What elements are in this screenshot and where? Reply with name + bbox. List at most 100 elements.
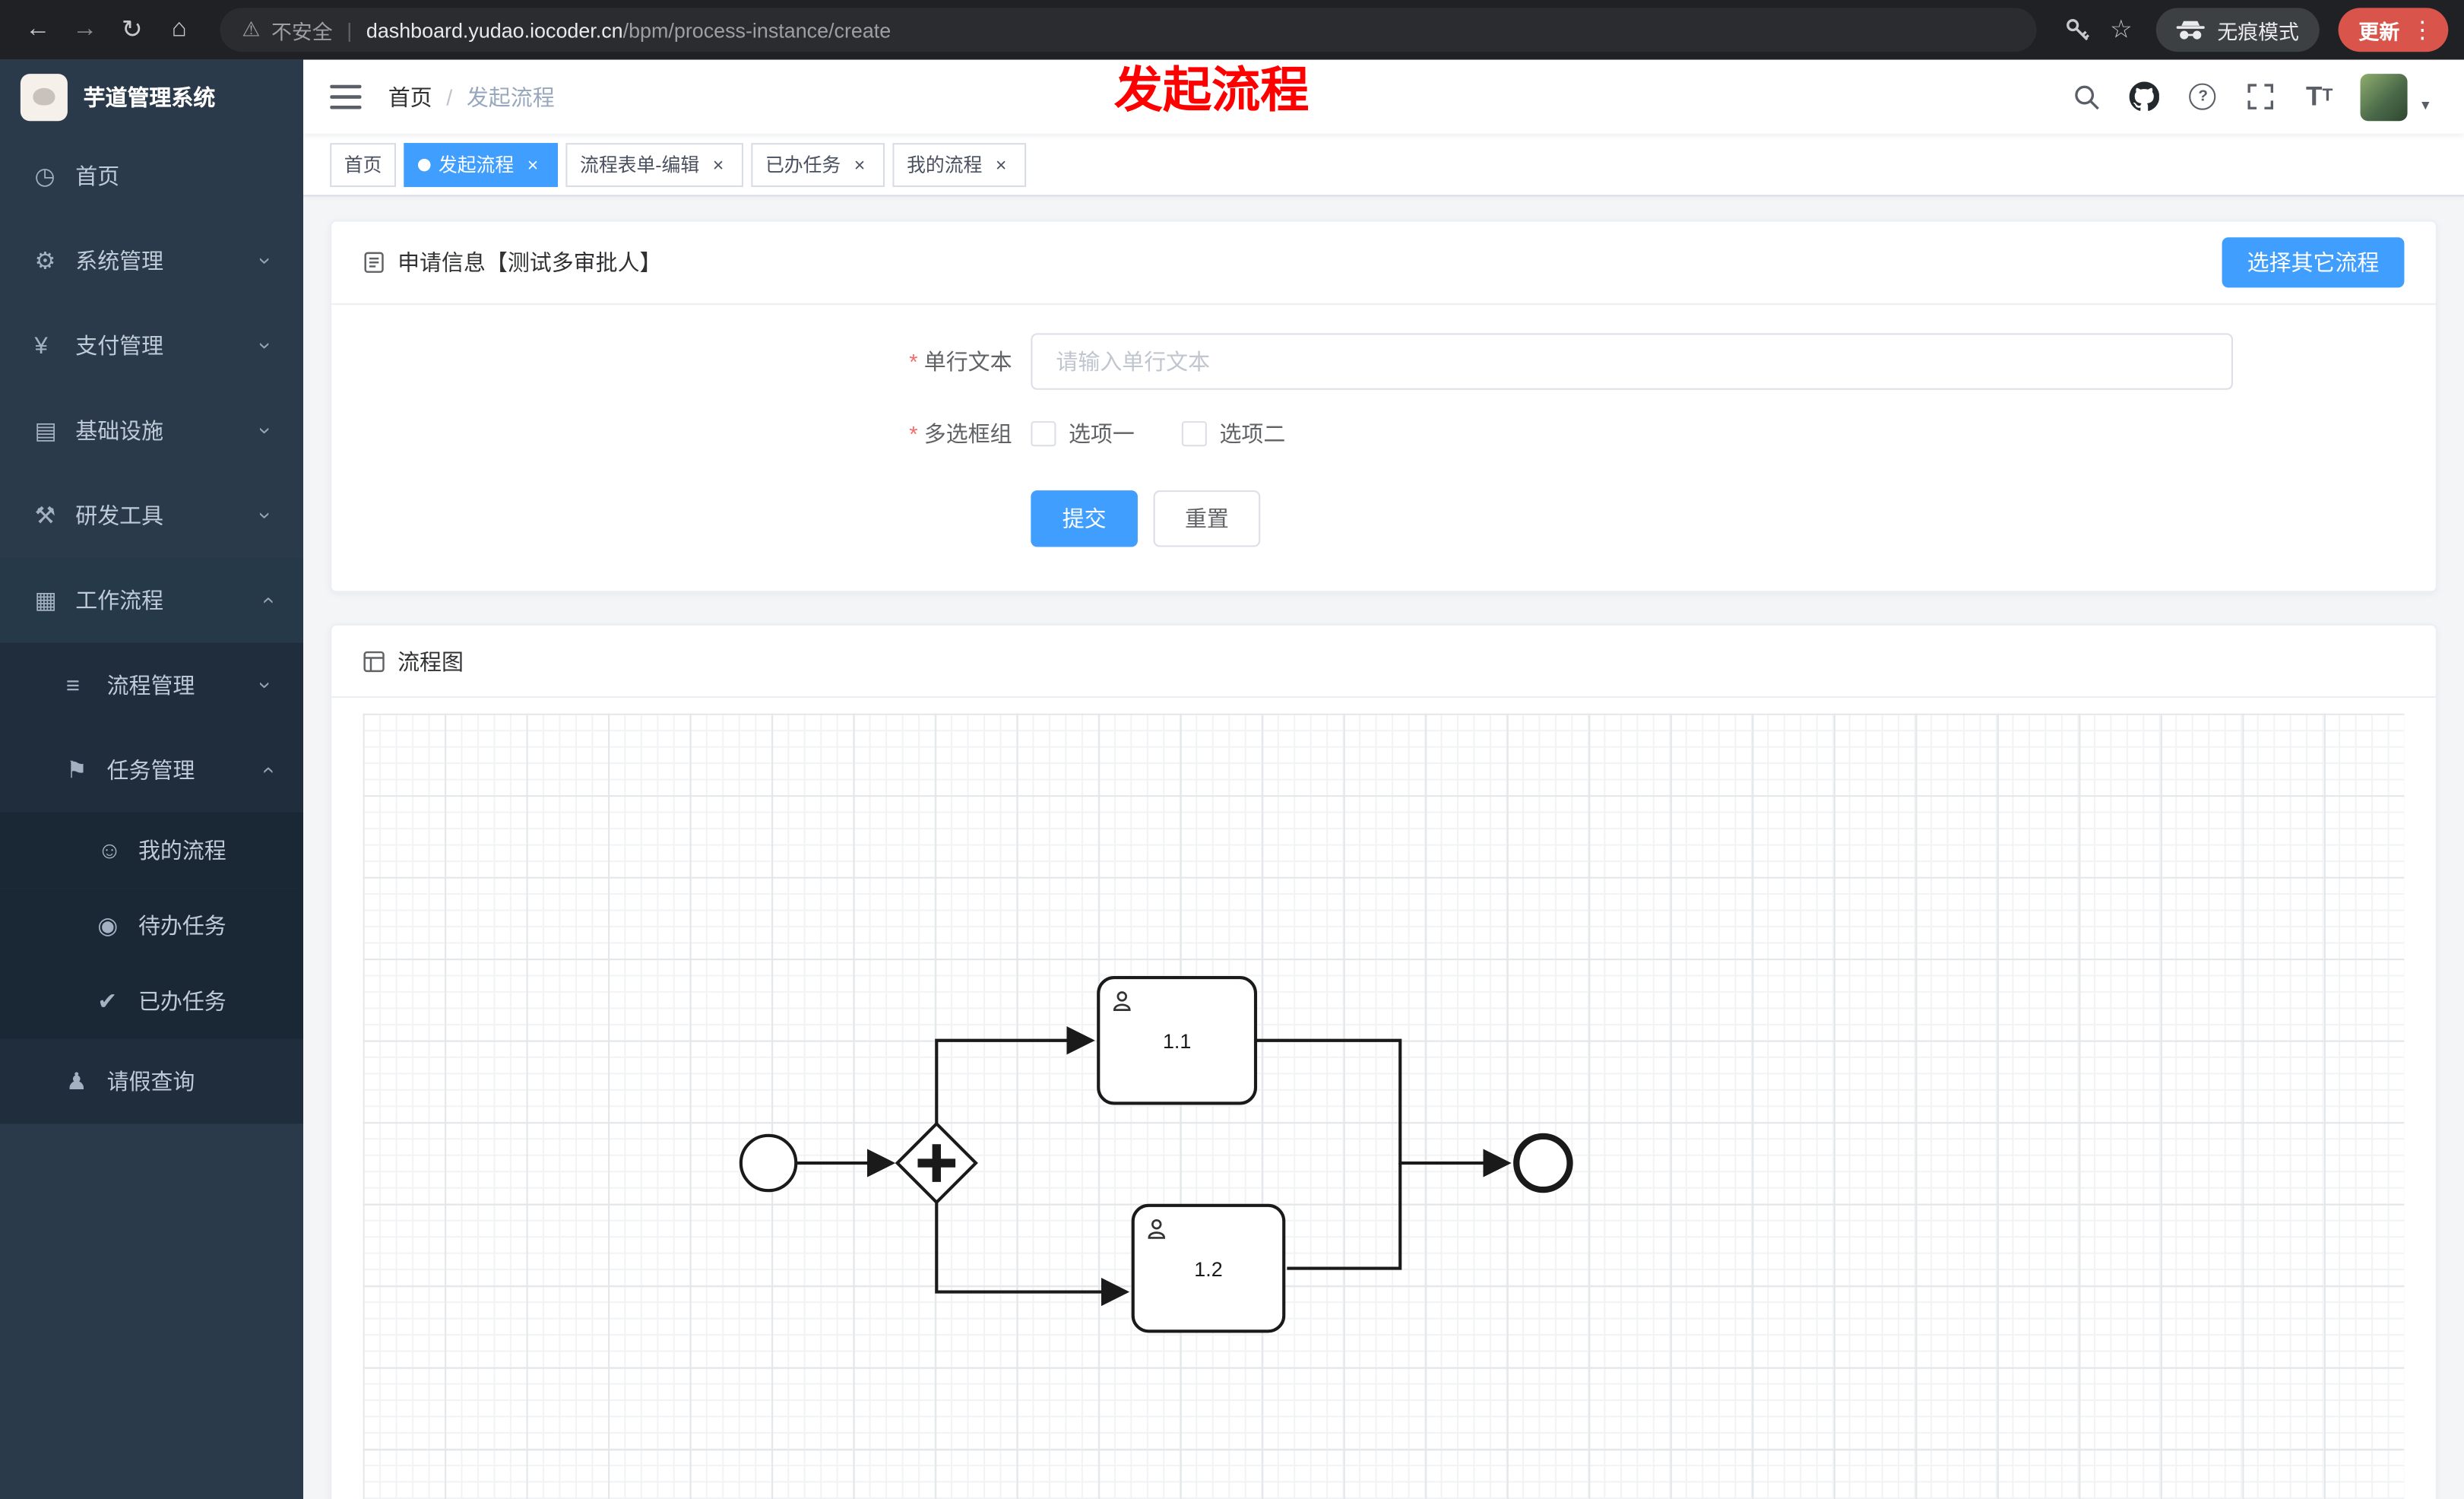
reload-icon: ↻ [121, 17, 143, 44]
flow-task2-to-merge [1287, 1163, 1402, 1270]
update-label: 更新 [2358, 19, 2400, 43]
flow-task1-to-end [1256, 1038, 1512, 1177]
password-key-button[interactable] [2063, 16, 2091, 44]
browser-back-button[interactable]: ← [16, 8, 60, 52]
tab-close-icon[interactable]: × [712, 153, 724, 176]
search-icon [2075, 84, 2099, 109]
end-event-node [1513, 1133, 1573, 1193]
github-button[interactable] [2127, 79, 2162, 113]
required-mark: * [909, 421, 918, 447]
user-avatar[interactable] [2360, 73, 2408, 121]
flow-gateway-to-task2 [935, 1202, 1130, 1307]
my-process-icon [97, 837, 138, 864]
url-divider: | [347, 17, 353, 42]
app-header: 首页 / 发起流程 ? [303, 59, 2464, 134]
sidebar-item-leave-query[interactable]: 请假查询 [0, 1038, 304, 1124]
fullscreen-icon [2248, 84, 2274, 109]
gear-icon [34, 247, 75, 275]
infrastructure-icon [34, 417, 75, 445]
chevron-up-icon [262, 588, 281, 613]
app-logo-row[interactable]: 芋道管理系统 [0, 60, 303, 134]
tab-done-tasks[interactable]: 已办任务 × [751, 142, 885, 187]
bpmn-canvas[interactable]: 1.1 1.2 [363, 713, 2405, 1499]
tab-close-icon[interactable]: × [527, 153, 539, 176]
workflow-icon [34, 586, 75, 614]
tab-close-icon[interactable]: × [854, 153, 866, 176]
plus-icon [917, 1144, 956, 1182]
sidebar-item-my-processes[interactable]: 我的流程 [0, 812, 304, 889]
start-event-node [739, 1133, 798, 1193]
active-dot [418, 157, 431, 171]
address-bar[interactable]: ⚠ 不安全 | dashboard.yudao.iocoder.cn/bpm/p… [220, 8, 2036, 52]
done-icon [97, 987, 138, 1015]
sidebar-toggle-button[interactable] [328, 79, 363, 113]
tags-view-bar: 首页 发起流程 × 流程表单-编辑 × 已办任务 × 我的流程 × [303, 133, 2464, 197]
sidebar-item-home[interactable]: 首页 [0, 134, 303, 219]
breadcrumb-separator: / [446, 84, 453, 109]
sidebar-item-infrastructure[interactable]: 基础设施 [0, 388, 303, 474]
checkbox-option-2[interactable]: 选项二 [1181, 418, 1286, 449]
incognito-icon [2176, 20, 2205, 39]
eye-icon [97, 911, 138, 940]
sidebar-item-label: 待办任务 [138, 913, 226, 939]
breadcrumb-home[interactable]: 首页 [388, 84, 432, 109]
checkbox-label: 选项二 [1219, 421, 1286, 447]
tab-home[interactable]: 首页 [330, 142, 397, 187]
sidebar-item-task-management[interactable]: 任务管理 [0, 727, 304, 813]
security-label[interactable]: 不安全 [271, 19, 333, 43]
field-label: 单行文本 [923, 349, 1012, 375]
bpmn-diagram: 1.1 1.2 [739, 975, 1573, 1333]
browser-update-button[interactable]: 更新 ⋮ [2338, 8, 2449, 52]
sidebar-item-done-tasks[interactable]: 已办任务 [0, 963, 304, 1039]
submit-button[interactable]: 提交 [1031, 490, 1138, 547]
bookmark-star-button[interactable]: ☆ [2110, 14, 2133, 46]
incognito-badge: 无痕模式 [2155, 8, 2320, 52]
avatar-caret-icon[interactable]: ▾ [2421, 97, 2430, 114]
page-content: 申请信息【测试多审批人】 选择其它流程 *单行文本 *多选框组 选项一 [303, 196, 2464, 1499]
sidebar-item-label: 基础设施 [75, 417, 164, 444]
browser-forward-button[interactable]: → [63, 8, 107, 52]
diagram-body: 1.1 1.2 [331, 698, 2436, 1499]
tab-start-process[interactable]: 发起流程 × [404, 142, 559, 187]
search-button[interactable] [2070, 79, 2104, 113]
app-title: 芋道管理系统 [83, 84, 216, 109]
user-task-2-node: 1.2 [1131, 1203, 1286, 1333]
sidebar-item-process-management[interactable]: 流程管理 [0, 642, 304, 728]
sidebar-item-system[interactable]: 系统管理 [0, 218, 303, 303]
tab-my-processes[interactable]: 我的流程 × [892, 142, 1027, 187]
sidebar-item-label: 研发工具 [75, 502, 164, 528]
form-body: *单行文本 *多选框组 选项一 选项二 [331, 333, 2436, 591]
tab-label: 我的流程 [907, 154, 983, 176]
sidebar-item-todo-tasks[interactable]: 待办任务 [0, 888, 304, 964]
tab-label: 首页 [344, 154, 382, 176]
checkbox-icon[interactable] [1181, 421, 1207, 447]
single-line-text-input[interactable] [1031, 333, 2234, 390]
url-path: /bpm/process-instance/create [622, 17, 892, 42]
application-form-card: 申请信息【测试多审批人】 选择其它流程 *单行文本 *多选框组 选项一 [330, 220, 2437, 593]
sidebar-item-payment[interactable]: 支付管理 [0, 303, 303, 388]
form-card-title: 申请信息【测试多审批人】 [397, 249, 662, 275]
sidebar-item-devtools[interactable]: 研发工具 [0, 473, 303, 558]
browser-menu-icon[interactable]: ⋮ [2410, 17, 2434, 44]
tab-process-form-edit[interactable]: 流程表单-编辑 × [565, 142, 744, 187]
help-button[interactable]: ? [2186, 79, 2220, 113]
sidebar-item-label: 支付管理 [75, 333, 164, 359]
required-mark: * [909, 349, 918, 375]
process-icon [66, 672, 107, 699]
tab-close-icon[interactable]: × [995, 153, 1007, 176]
browser-home-button[interactable]: ⌂ [157, 8, 201, 52]
breadcrumb-current: 发起流程 [466, 84, 555, 109]
sidebar-item-workflow[interactable]: 工作流程 [0, 557, 304, 643]
reset-button[interactable]: 重置 [1153, 490, 1261, 547]
flow-gateway-to-task1 [935, 1026, 1095, 1124]
choose-other-process-button[interactable]: 选择其它流程 [2222, 237, 2405, 288]
checkbox-icon[interactable] [1031, 421, 1056, 447]
hamburger-icon [330, 84, 362, 109]
sidebar-item-label: 系统管理 [75, 248, 164, 274]
browser-reload-button[interactable]: ↻ [110, 8, 154, 52]
diagram-card-title: 流程图 [397, 648, 464, 673]
fullscreen-button[interactable] [2244, 79, 2278, 113]
checkbox-option-1[interactable]: 选项一 [1031, 418, 1135, 449]
